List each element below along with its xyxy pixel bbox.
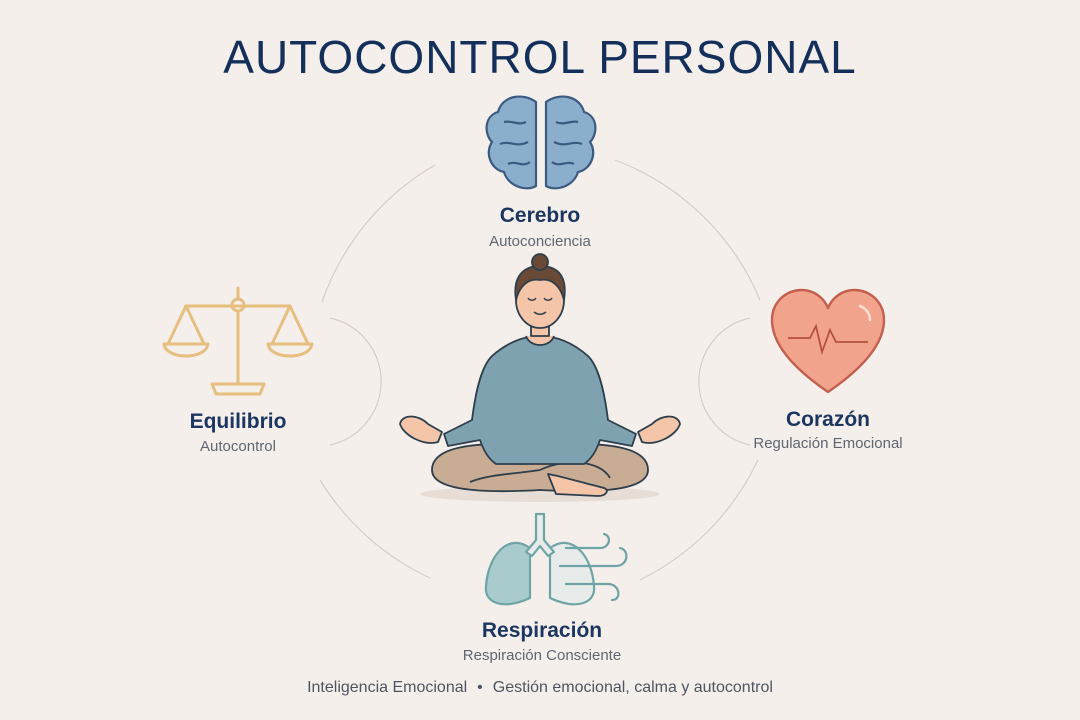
footer: Inteligencia Emocional • Gestión emocional… <box>0 679 1080 697</box>
brain-subtitle: Autoconciencia <box>489 233 591 250</box>
heart-title: Corazón <box>786 408 870 431</box>
brain-title: Cerebro <box>499 204 581 227</box>
balance-subtitle: Autocontrol <box>200 438 276 455</box>
heart-icon <box>770 288 886 394</box>
meditating-person <box>399 253 681 502</box>
connection-ring <box>319 159 761 581</box>
balance-scale-icon <box>162 286 314 396</box>
footer-separator: • <box>477 679 483 696</box>
lungs-icon <box>484 512 596 606</box>
breath-title: Respiración <box>481 619 603 642</box>
balance-title: Equilibrio <box>189 410 287 433</box>
breath-subtitle: Respiración Consciente <box>462 647 622 664</box>
heart-subtitle: Regulación Emocional <box>753 435 903 452</box>
page-title: AUTOCONTROL PERSONAL <box>223 31 857 83</box>
wind-icon <box>558 532 628 602</box>
footer-right: Gestión emocional, calma y autocontrol <box>492 679 773 696</box>
footer-left: Inteligencia Emocional <box>307 679 468 696</box>
brain-icon <box>485 95 597 190</box>
